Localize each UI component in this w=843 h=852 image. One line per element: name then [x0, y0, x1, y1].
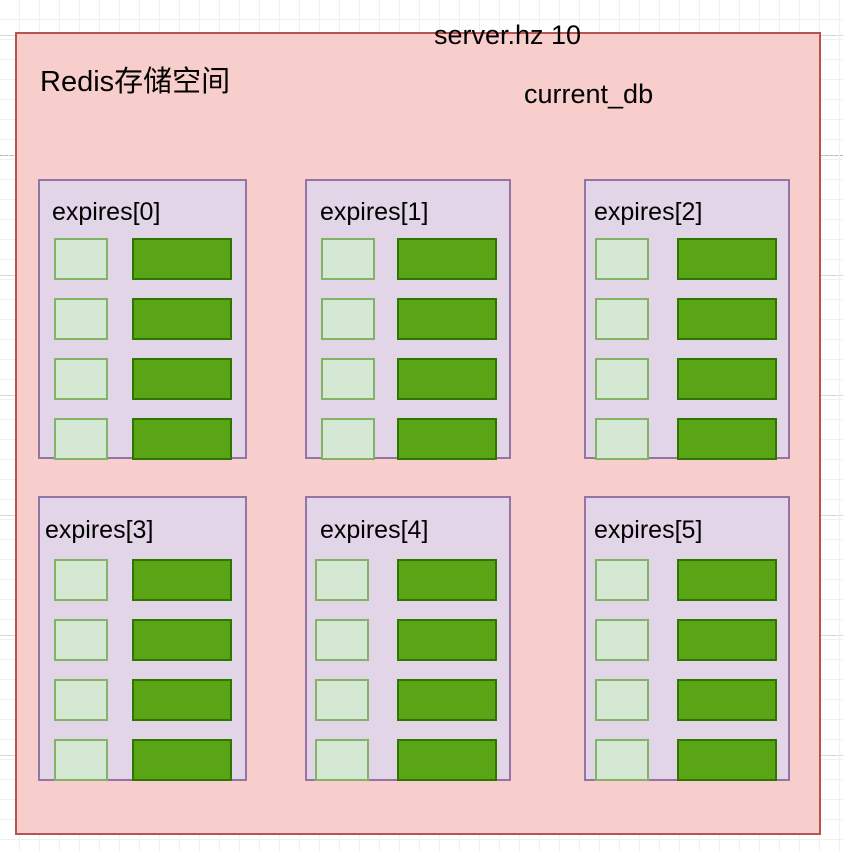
expires-entry-row: [586, 559, 792, 601]
expires-key-cell[interactable]: [321, 238, 375, 280]
expires-entry-row: [586, 298, 792, 340]
expires-key-cell[interactable]: [315, 559, 369, 601]
expires-entry-row: [586, 358, 792, 400]
expires-value-cell[interactable]: [132, 358, 232, 400]
expires-value-cell[interactable]: [397, 358, 497, 400]
expires-value-cell[interactable]: [397, 739, 497, 781]
expires-value-cell[interactable]: [397, 418, 497, 460]
expires-key-cell[interactable]: [321, 418, 375, 460]
expires-entry-row: [307, 619, 513, 661]
expires-key-cell[interactable]: [54, 559, 108, 601]
expires-key-cell[interactable]: [595, 739, 649, 781]
expires-box[interactable]: expires[1]: [305, 179, 513, 460]
expires-box-label: expires[4]: [320, 516, 429, 544]
expires-value-cell[interactable]: [677, 418, 777, 460]
expires-value-cell[interactable]: [677, 679, 777, 721]
expires-key-cell[interactable]: [595, 559, 649, 601]
expires-box-label: expires[5]: [594, 516, 703, 544]
expires-box-label: expires[3]: [45, 516, 154, 544]
expires-key-cell[interactable]: [54, 238, 108, 280]
expires-value-cell[interactable]: [132, 559, 232, 601]
expires-key-cell[interactable]: [595, 679, 649, 721]
expires-key-cell[interactable]: [54, 739, 108, 781]
expires-key-cell[interactable]: [315, 679, 369, 721]
page-title: Redis存储空间: [40, 66, 231, 98]
expires-value-cell[interactable]: [677, 358, 777, 400]
expires-entry-row: [586, 619, 792, 661]
expires-entry-row: [307, 238, 513, 280]
expires-entry-row: [40, 358, 249, 400]
expires-key-cell[interactable]: [54, 358, 108, 400]
expires-entry-row: [307, 418, 513, 460]
expires-value-cell[interactable]: [677, 619, 777, 661]
expires-key-cell[interactable]: [54, 418, 108, 460]
annotation-server-hz: server.hz 10: [434, 20, 582, 50]
expires-value-cell[interactable]: [397, 619, 497, 661]
expires-value-cell[interactable]: [397, 559, 497, 601]
expires-entry-row: [40, 238, 249, 280]
expires-entry-row: [40, 559, 249, 601]
expires-value-cell[interactable]: [132, 619, 232, 661]
expires-box[interactable]: expires[5]: [584, 496, 790, 781]
expires-entry-row: [586, 418, 792, 460]
expires-key-cell[interactable]: [595, 358, 649, 400]
expires-key-cell[interactable]: [595, 238, 649, 280]
expires-key-cell[interactable]: [315, 619, 369, 661]
expires-box-label: expires[2]: [594, 198, 703, 226]
expires-box[interactable]: expires[3]: [38, 496, 247, 781]
expires-value-cell[interactable]: [132, 298, 232, 340]
expires-key-cell[interactable]: [595, 418, 649, 460]
expires-key-cell[interactable]: [54, 679, 108, 721]
expires-key-cell[interactable]: [595, 619, 649, 661]
expires-key-cell[interactable]: [321, 298, 375, 340]
expires-entry-row: [307, 739, 513, 781]
expires-value-cell[interactable]: [132, 679, 232, 721]
expires-entry-row: [307, 679, 513, 721]
expires-key-cell[interactable]: [321, 358, 375, 400]
expires-value-cell[interactable]: [677, 298, 777, 340]
expires-key-cell[interactable]: [54, 298, 108, 340]
expires-value-cell[interactable]: [132, 238, 232, 280]
expires-value-cell[interactable]: [677, 559, 777, 601]
annotation-current-db: current_db: [524, 79, 654, 109]
expires-box[interactable]: expires[2]: [584, 179, 792, 460]
expires-entry-row: [307, 559, 513, 601]
expires-value-cell[interactable]: [397, 298, 497, 340]
expires-value-cell[interactable]: [397, 679, 497, 721]
expires-value-cell[interactable]: [132, 739, 232, 781]
expires-entry-row: [586, 739, 792, 781]
expires-entry-row: [307, 298, 513, 340]
redis-storage-container[interactable]: expires[0] expires[1] expires[2] expires[3]…: [15, 32, 821, 835]
expires-entry-row: [40, 298, 249, 340]
expires-value-cell[interactable]: [397, 238, 497, 280]
expires-entry-row: [307, 358, 513, 400]
expires-entry-row: [586, 679, 792, 721]
expires-box[interactable]: expires[4]: [305, 496, 511, 781]
expires-value-cell[interactable]: [677, 238, 777, 280]
expires-box[interactable]: expires[0]: [38, 179, 249, 460]
expires-entry-row: [40, 739, 249, 781]
expires-box-label: expires[0]: [52, 198, 161, 226]
expires-key-cell[interactable]: [315, 739, 369, 781]
expires-entry-row: [40, 679, 249, 721]
expires-box-label: expires[1]: [320, 198, 429, 226]
expires-key-cell[interactable]: [595, 298, 649, 340]
expires-entry-row: [40, 619, 249, 661]
expires-value-cell[interactable]: [132, 418, 232, 460]
expires-entry-row: [40, 418, 249, 460]
expires-value-cell[interactable]: [677, 739, 777, 781]
expires-entry-row: [586, 238, 792, 280]
expires-key-cell[interactable]: [54, 619, 108, 661]
